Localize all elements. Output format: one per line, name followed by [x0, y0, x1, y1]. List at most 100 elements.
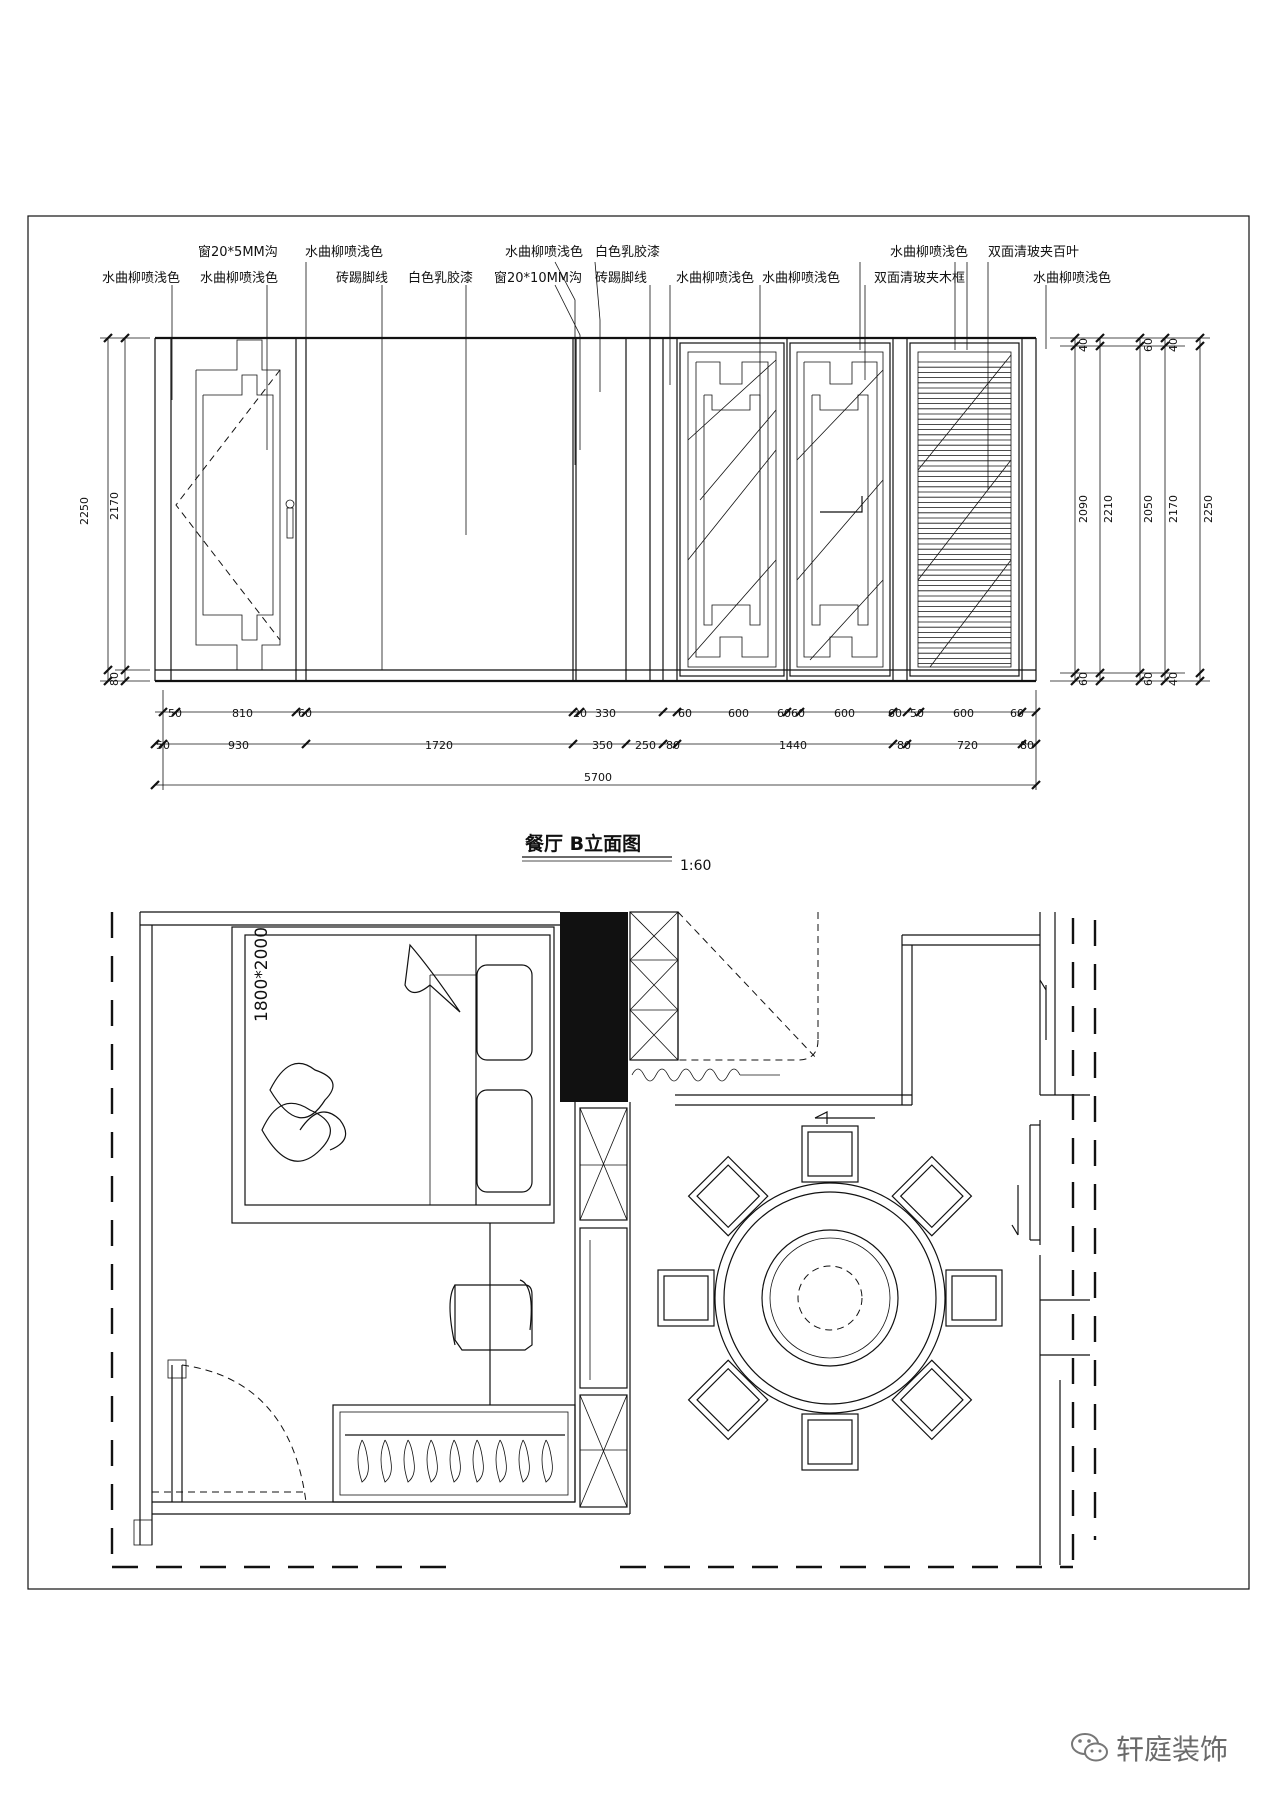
dim-tick [1070, 333, 1080, 343]
dim-tick [1031, 780, 1041, 790]
watermark: 轩庭装饰 [1070, 1730, 1228, 1766]
dim-tick [1160, 333, 1170, 343]
hanger [449, 1439, 461, 1483]
dim-tick [103, 676, 113, 686]
dim-r2-4: 250 [635, 739, 656, 752]
note-glass-louvre: 双面清玻夹百叶 [988, 245, 1079, 260]
dim-tick [1017, 707, 1027, 717]
hanger [403, 1439, 415, 1483]
dining-chair [687, 1155, 769, 1237]
dim-tick [301, 707, 311, 717]
chair-seat-inner [807, 1131, 853, 1177]
elevation-drawing [100, 261, 1210, 790]
dim-tick [1031, 707, 1041, 717]
note-groove-10mm: 窗20*10MM沟 [494, 270, 582, 286]
dim-r2-9: 80 [1020, 739, 1034, 752]
dim-re-mid: 2250 [1202, 495, 1215, 523]
dim-tick [1095, 668, 1105, 678]
dim-left-total: 2250 [78, 497, 91, 525]
dims-row1: 50 810 60 20 330 60 600 6060 600 60 50 6… [168, 707, 1024, 720]
dim-tick [568, 739, 578, 749]
dim-r1-12: 60 [1010, 707, 1024, 720]
dim-rc-top: 60 [1142, 338, 1155, 352]
dim-tick [1135, 333, 1145, 343]
dim-tick [902, 739, 912, 749]
dim-tick [902, 707, 912, 717]
dim-tick [158, 739, 168, 749]
hanger [426, 1439, 438, 1483]
note-ash-light-b: 水曲柳喷浅色 [200, 270, 278, 286]
dim-tick [150, 780, 160, 790]
chair-seat-inner [951, 1275, 997, 1321]
dim-left-skirt: 80 [108, 672, 121, 686]
watermark-text: 轩庭装饰 [1116, 1733, 1229, 1766]
bed-size-label: 1800*2000 [252, 927, 272, 1022]
dining-chair [891, 1155, 973, 1237]
dim-tick [120, 665, 130, 675]
dim-left-door: 2170 [108, 492, 121, 520]
note-ash-light-d: 水曲柳喷浅色 [762, 270, 840, 286]
dim-tick [1070, 668, 1080, 678]
dim-tick [1070, 676, 1080, 686]
chair-seat [687, 1359, 769, 1441]
chair-seat [687, 1155, 769, 1237]
note-skirting-a: 砖踢脚线 [336, 270, 388, 286]
dim-r1-11: 600 [953, 707, 974, 720]
hanger [518, 1439, 530, 1483]
dim-rc-bot: 60 [1142, 672, 1155, 686]
dim-tick [672, 739, 682, 749]
dim-tick [291, 707, 301, 717]
dim-rd-bot: 40 [1167, 672, 1180, 686]
dim-r1-4: 330 [595, 707, 616, 720]
wechat-icon [1071, 1733, 1108, 1762]
dim-ra-bot: 60 [1077, 672, 1090, 686]
chair-seat [891, 1155, 973, 1237]
dim-tick [1135, 668, 1145, 678]
chair-seat-inner [807, 1419, 853, 1465]
elevation-title: 餐厅 B立面图 [525, 832, 641, 855]
note-ash-light-c: 水曲柳喷浅色 [676, 270, 754, 286]
chair-seat [657, 1269, 715, 1327]
note-white-latex-top: 白色乳胶漆 [595, 244, 660, 260]
chair-seat [801, 1125, 859, 1183]
dim-tick [1135, 676, 1145, 686]
dim-tick [672, 707, 682, 717]
dim-tick [658, 707, 668, 717]
dim-ra-top: 40 [1077, 338, 1090, 352]
dim-tick [915, 707, 925, 717]
chair-seat-inner [696, 1164, 761, 1229]
dim-tick [120, 676, 130, 686]
chair-seat-inner [899, 1164, 964, 1229]
dim-r2-6: 1440 [779, 739, 807, 752]
dim-tick [158, 707, 168, 717]
dim-rd-mid: 2170 [1167, 495, 1180, 523]
floor-plan: 1800*2000 [110, 911, 1097, 1569]
dim-tick [568, 707, 578, 717]
dim-total: 5700 [584, 771, 612, 784]
note-glass-wood-frame: 双面清玻夹木框 [874, 271, 965, 286]
dim-tick [150, 739, 160, 749]
dim-r1-3: 20 [573, 707, 587, 720]
note-ash-light-right: 水曲柳喷浅色 [890, 244, 968, 260]
dims-row2: 50 930 1720 350 250 80 1440 80 720 80 [156, 739, 1034, 752]
dim-tick [1195, 333, 1205, 343]
chair-seat-inner [899, 1367, 964, 1432]
dim-tick [621, 739, 631, 749]
dim-r2-5: 80 [666, 739, 680, 752]
dining-chair [945, 1269, 1003, 1327]
hanger [357, 1439, 369, 1483]
dim-r1-10: 50 [910, 707, 924, 720]
dim-tick [795, 707, 805, 717]
note-skirting-b: 砖踢脚线 [595, 270, 647, 286]
hanger [495, 1439, 507, 1483]
dim-tick [1160, 341, 1170, 351]
dim-tick [1195, 341, 1205, 351]
dim-r1-9: 60 [888, 707, 902, 720]
note-white-latex: 白色乳胶漆 [408, 270, 473, 286]
note-groove-5mm: 窗20*5MM沟 [198, 244, 278, 260]
dim-tick [1017, 739, 1027, 749]
dim-tick [1160, 668, 1170, 678]
chair-seat-inner [696, 1367, 761, 1432]
dim-r2-1: 930 [228, 739, 249, 752]
dim-r2-3: 350 [592, 739, 613, 752]
